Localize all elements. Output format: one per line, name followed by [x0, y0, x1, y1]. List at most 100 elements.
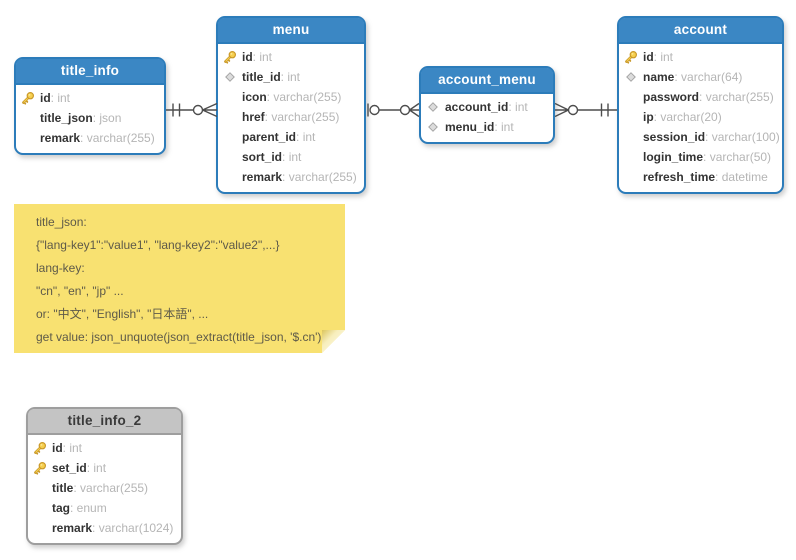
field-name: id [242, 50, 253, 64]
field-separator: : [653, 50, 661, 64]
field-row-id[interactable]: id: int [16, 88, 164, 108]
relation-connector-account-menu-account[interactable] [555, 99, 617, 121]
table-menu-body: id: int title_id: int icon: varchar(255)… [218, 44, 364, 192]
index-diamond-icon [421, 102, 445, 112]
field-type: datetime [721, 170, 768, 184]
field-separator: : [80, 131, 87, 145]
table-title-info-body: id: int title_json: json remark: varchar… [16, 85, 164, 153]
field-separator: : [699, 90, 706, 104]
field-row-ip[interactable]: ip: varchar(20) [619, 107, 782, 127]
field-row-id[interactable]: id: int [619, 47, 782, 67]
field-type: varchar(255) [273, 90, 342, 104]
field-type: json [99, 111, 122, 125]
field-name: account_id [445, 100, 509, 114]
field-row-id[interactable]: id: int [28, 438, 181, 458]
field-type: varchar(20) [660, 110, 722, 124]
field-separator: : [86, 461, 94, 475]
note-line: "cn", "en", "jp" ... [36, 284, 124, 298]
field-separator: : [508, 100, 516, 114]
index-diamond-icon [218, 72, 242, 82]
table-account-menu[interactable]: account_menu account_id: int menu_id: in… [419, 66, 555, 144]
primary-key-icon [16, 91, 40, 105]
field-separator: : [282, 150, 289, 164]
field-row-parent-id[interactable]: parent_id: int [218, 127, 364, 147]
table-account-body: id: int name: varchar(64) password: varc… [619, 44, 782, 192]
field-separator: : [715, 170, 722, 184]
field-separator: : [280, 70, 288, 84]
field-row-password[interactable]: password: varchar(255) [619, 87, 782, 107]
primary-key-icon [28, 461, 52, 475]
table-title-info-header[interactable]: title_info [16, 59, 164, 85]
field-name: name [643, 70, 675, 84]
note-line: title_json: [36, 215, 87, 229]
field-name: sort_id [242, 150, 283, 164]
field-name: remark [52, 521, 93, 535]
primary-key-icon [218, 50, 242, 64]
field-row-href[interactable]: href: varchar(255) [218, 107, 364, 127]
field-row-title-json[interactable]: title_json: json [16, 108, 164, 128]
field-separator: : [653, 110, 661, 124]
field-row-remark[interactable]: remark: varchar(1024) [28, 518, 181, 538]
field-type: int [501, 120, 514, 134]
field-row-id[interactable]: id: int [218, 47, 364, 67]
field-row-name[interactable]: name: varchar(64) [619, 67, 782, 87]
field-name: title_json [40, 111, 93, 125]
relation-connector-menu-account-menu[interactable] [366, 99, 419, 121]
field-row-remark[interactable]: remark: varchar(255) [16, 128, 164, 148]
table-title-info-2-header[interactable]: title_info_2 [28, 409, 181, 435]
field-name: set_id [52, 461, 87, 475]
field-name: id [52, 441, 63, 455]
field-name: ip [643, 110, 654, 124]
field-row-title[interactable]: title: varchar(255) [28, 478, 181, 498]
field-separator: : [50, 91, 58, 105]
field-type: varchar(64) [681, 70, 743, 84]
field-type: int [288, 150, 302, 164]
field-row-sort-id[interactable]: sort_id: int [218, 147, 364, 167]
note-line: or: "中文", "English", "日本語", ... [36, 307, 209, 321]
field-name: id [40, 91, 51, 105]
field-row-refresh-time[interactable]: refresh_time: datetime [619, 167, 782, 187]
field-type: varchar(255) [80, 481, 149, 495]
field-row-session-id[interactable]: session_id: varchar(100) [619, 127, 782, 147]
table-account[interactable]: account id: int name: varchar(64) passwo… [617, 16, 784, 194]
field-row-remark[interactable]: remark: varchar(255) [218, 167, 364, 187]
field-separator: : [282, 170, 289, 184]
field-row-menu-id[interactable]: menu_id: int [421, 117, 553, 137]
field-name: menu_id [445, 120, 495, 134]
field-type: varchar(255) [86, 131, 155, 145]
field-type: varchar(255) [705, 90, 774, 104]
field-row-login-time[interactable]: login_time: varchar(50) [619, 147, 782, 167]
note-line: lang-key: [36, 261, 85, 275]
field-separator: : [494, 120, 502, 134]
field-name: tag [52, 501, 70, 515]
field-name: remark [40, 131, 81, 145]
field-type: int [259, 50, 273, 64]
field-separator: : [705, 130, 712, 144]
table-title-info-2-body: id: int set_id: int title: varchar(255) … [28, 435, 181, 543]
field-separator: : [92, 521, 99, 535]
field-separator: : [703, 150, 710, 164]
field-name: parent_id [242, 130, 297, 144]
table-title-info-2[interactable]: title_info_2 id: int set_id: int title: … [26, 407, 183, 545]
table-menu-header[interactable]: menu [218, 18, 364, 44]
field-type: enum [76, 501, 107, 515]
field-row-tag[interactable]: tag: enum [28, 498, 181, 518]
field-row-icon[interactable]: icon: varchar(255) [218, 87, 364, 107]
field-type: varchar(1024) [98, 521, 174, 535]
field-type: int [93, 461, 107, 475]
field-name: title_id [242, 70, 281, 84]
table-menu[interactable]: menu id: int title_id: int icon: varchar… [216, 16, 366, 194]
sticky-note[interactable]: title_json: {"lang-key1":"value1", "lang… [14, 204, 345, 353]
field-row-title-id[interactable]: title_id: int [218, 67, 364, 87]
field-name: title [52, 481, 74, 495]
field-row-set-id[interactable]: set_id: int [28, 458, 181, 478]
field-type: int [57, 91, 71, 105]
relation-connector-title-info-menu[interactable] [166, 99, 217, 121]
field-name: remark [242, 170, 283, 184]
note-folded-corner [322, 330, 345, 353]
table-account-menu-header[interactable]: account_menu [421, 68, 553, 94]
field-row-account-id[interactable]: account_id: int [421, 97, 553, 117]
field-name: id [643, 50, 654, 64]
table-account-header[interactable]: account [619, 18, 782, 44]
table-title-info[interactable]: title_info id: int title_json: json rema… [14, 57, 166, 155]
